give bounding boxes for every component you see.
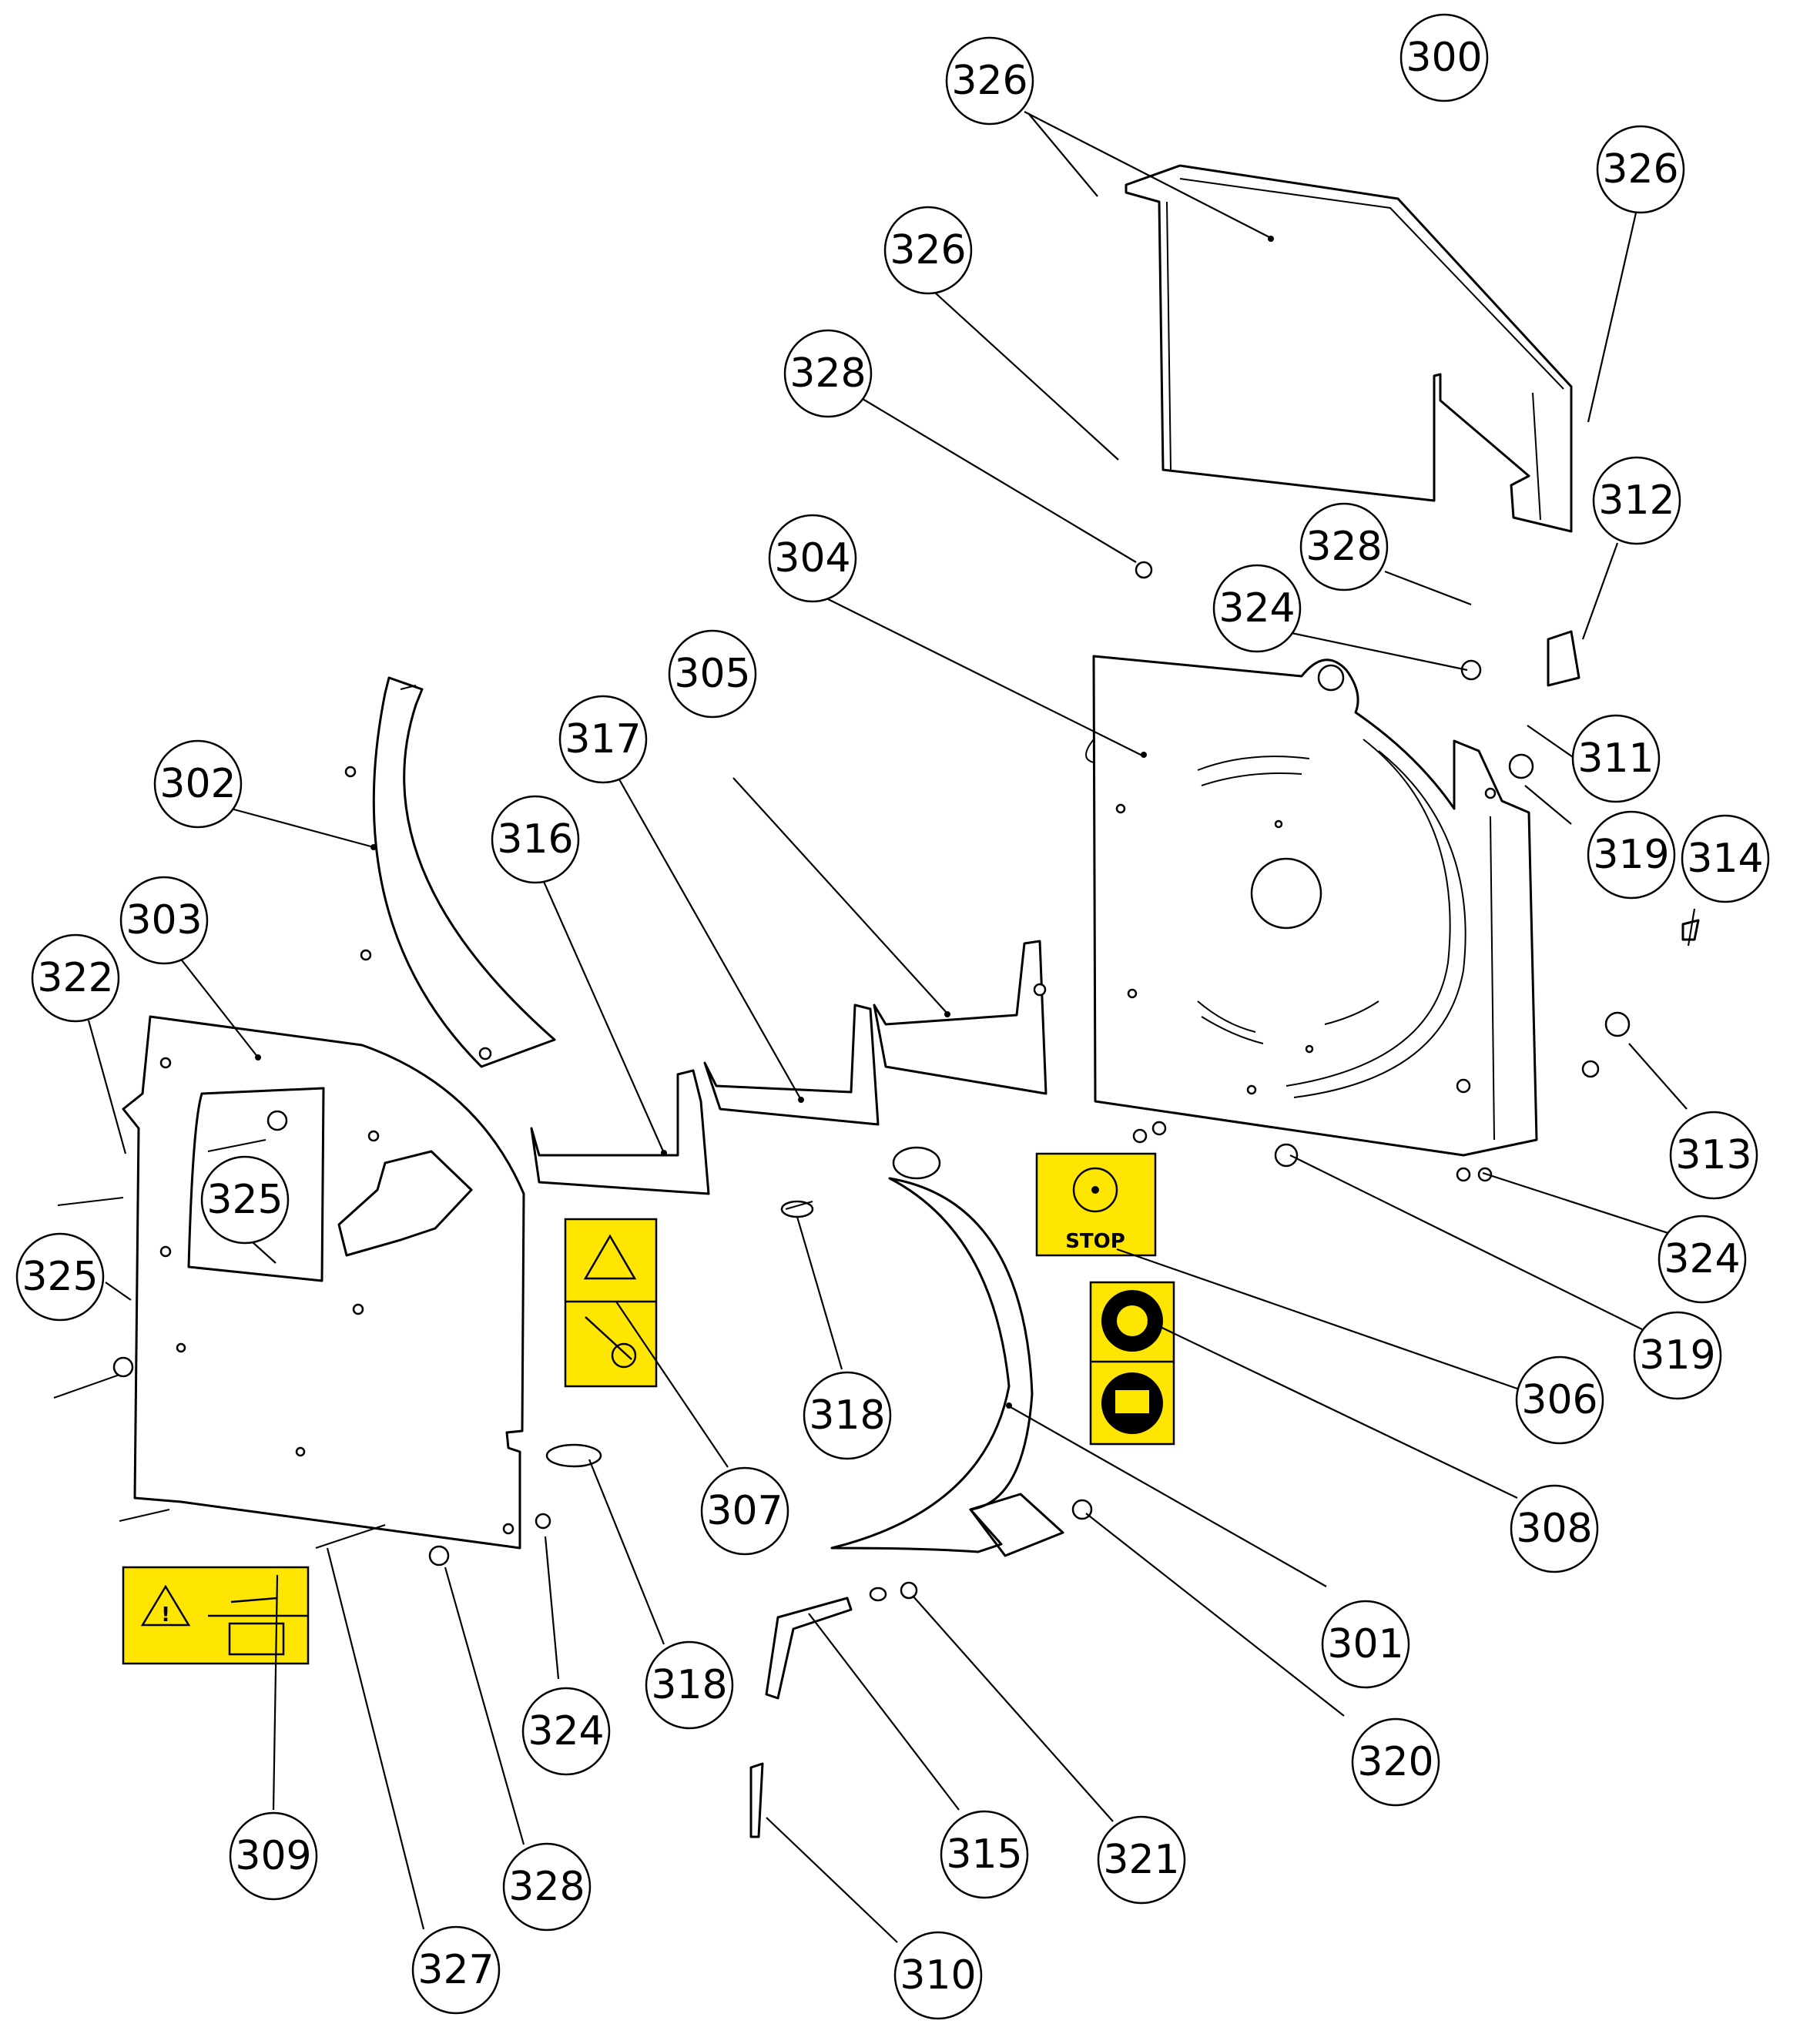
- callout-318: 318: [645, 1640, 734, 1730]
- svg-text:301: 301: [1327, 1621, 1403, 1667]
- callout-317: 317: [558, 695, 648, 784]
- callout-316: 316: [491, 795, 580, 884]
- part-316-bracket: [530, 1069, 710, 1195]
- callout-306: 306: [1515, 1355, 1604, 1445]
- leader-lines: [87, 111, 1696, 1943]
- hardware: [53, 561, 1700, 1838]
- svg-text:326: 326: [1602, 146, 1678, 193]
- svg-text:315: 315: [946, 1831, 1022, 1878]
- part-300-top-guard: [1125, 164, 1573, 533]
- callout-324: 324: [1658, 1215, 1747, 1304]
- callout-305: 305: [668, 629, 757, 719]
- part-303-side-plate: [122, 1015, 525, 1550]
- svg-text:326: 326: [951, 58, 1027, 104]
- callout-303: 303: [119, 876, 209, 965]
- part-304-main-housing: [1085, 655, 1538, 1157]
- callout-302: 302: [153, 739, 243, 829]
- decal-308-protection: [1089, 1281, 1175, 1446]
- part-317-bracket: [703, 1004, 880, 1126]
- callouts: 300 326 326 326 328 328 312 304 324 311 …: [15, 13, 1770, 2020]
- callout-304: 304: [768, 514, 857, 603]
- callout-319: 319: [1633, 1311, 1722, 1400]
- svg-text:325: 325: [22, 1254, 98, 1300]
- svg-text:327: 327: [417, 1947, 494, 1993]
- callout-309: 309: [229, 1811, 318, 1901]
- svg-text:304: 304: [774, 535, 850, 581]
- callout-328: 328: [1299, 502, 1389, 591]
- callout-315: 315: [940, 1810, 1029, 1899]
- decal-306-stop: STOP: [1035, 1152, 1157, 1257]
- callout-324: 324: [1212, 564, 1302, 653]
- svg-text:318: 318: [651, 1662, 727, 1708]
- svg-text:303: 303: [126, 897, 202, 943]
- svg-text:!: !: [161, 1603, 170, 1627]
- svg-text:312: 312: [1598, 477, 1674, 524]
- svg-text:306: 306: [1521, 1377, 1597, 1423]
- svg-text:307: 307: [706, 1488, 783, 1534]
- svg-text:322: 322: [37, 955, 113, 1001]
- svg-text:313: 313: [1675, 1132, 1751, 1178]
- callout-319: 319: [1587, 810, 1676, 900]
- callout-325: 325: [15, 1232, 105, 1322]
- callout-312: 312: [1592, 456, 1681, 545]
- callout-318: 318: [803, 1371, 892, 1460]
- callout-310: 310: [893, 1931, 983, 2020]
- svg-text:310: 310: [900, 1952, 976, 1999]
- svg-text:316: 316: [497, 816, 573, 863]
- svg-text:326: 326: [890, 227, 966, 273]
- svg-text:309: 309: [235, 1833, 311, 1879]
- callout-308: 308: [1510, 1484, 1599, 1573]
- callout-322: 322: [31, 933, 120, 1023]
- svg-text:305: 305: [674, 651, 750, 697]
- svg-text:302: 302: [159, 761, 236, 807]
- svg-text:328: 328: [508, 1864, 585, 1910]
- callout-324: 324: [521, 1687, 611, 1776]
- callout-326: 326: [1596, 125, 1685, 214]
- svg-text:311: 311: [1577, 736, 1654, 782]
- decal-309-warning: !: [122, 1566, 310, 1665]
- svg-text:321: 321: [1103, 1837, 1179, 1883]
- decal-307-warning: [564, 1218, 658, 1388]
- callout-326: 326: [945, 36, 1034, 126]
- callout-326: 326: [883, 206, 973, 295]
- callout-328: 328: [502, 1842, 592, 1932]
- svg-text:328: 328: [1306, 524, 1382, 570]
- callout-321: 321: [1097, 1815, 1186, 1905]
- callout-313: 313: [1669, 1111, 1758, 1200]
- callout-307: 307: [700, 1466, 789, 1556]
- svg-text:325: 325: [206, 1177, 283, 1223]
- svg-text:324: 324: [1664, 1236, 1740, 1282]
- part-305-bracket: [873, 940, 1047, 1095]
- callout-328: 328: [783, 329, 873, 418]
- svg-text:318: 318: [809, 1392, 885, 1439]
- part-301-lower-baffle: [830, 1146, 1064, 1557]
- callout-300: 300: [1399, 13, 1489, 102]
- svg-text:317: 317: [565, 716, 641, 762]
- svg-text:314: 314: [1687, 836, 1763, 882]
- svg-text:319: 319: [1639, 1332, 1715, 1379]
- svg-text:300: 300: [1406, 35, 1482, 81]
- svg-text:319: 319: [1593, 832, 1669, 878]
- svg-text:308: 308: [1516, 1506, 1592, 1552]
- callout-325: 325: [200, 1155, 290, 1245]
- svg-text:328: 328: [789, 350, 866, 397]
- stop-decal-text: STOP: [1065, 1230, 1125, 1253]
- svg-text:320: 320: [1357, 1739, 1433, 1785]
- callout-320: 320: [1351, 1717, 1440, 1807]
- callout-301: 301: [1321, 1600, 1410, 1689]
- svg-text:324: 324: [1218, 585, 1295, 632]
- callout-327: 327: [411, 1925, 501, 2015]
- part-302-upper-baffle: [344, 676, 556, 1068]
- callout-311: 311: [1571, 714, 1661, 803]
- svg-text:324: 324: [528, 1708, 604, 1754]
- callout-314: 314: [1681, 814, 1770, 903]
